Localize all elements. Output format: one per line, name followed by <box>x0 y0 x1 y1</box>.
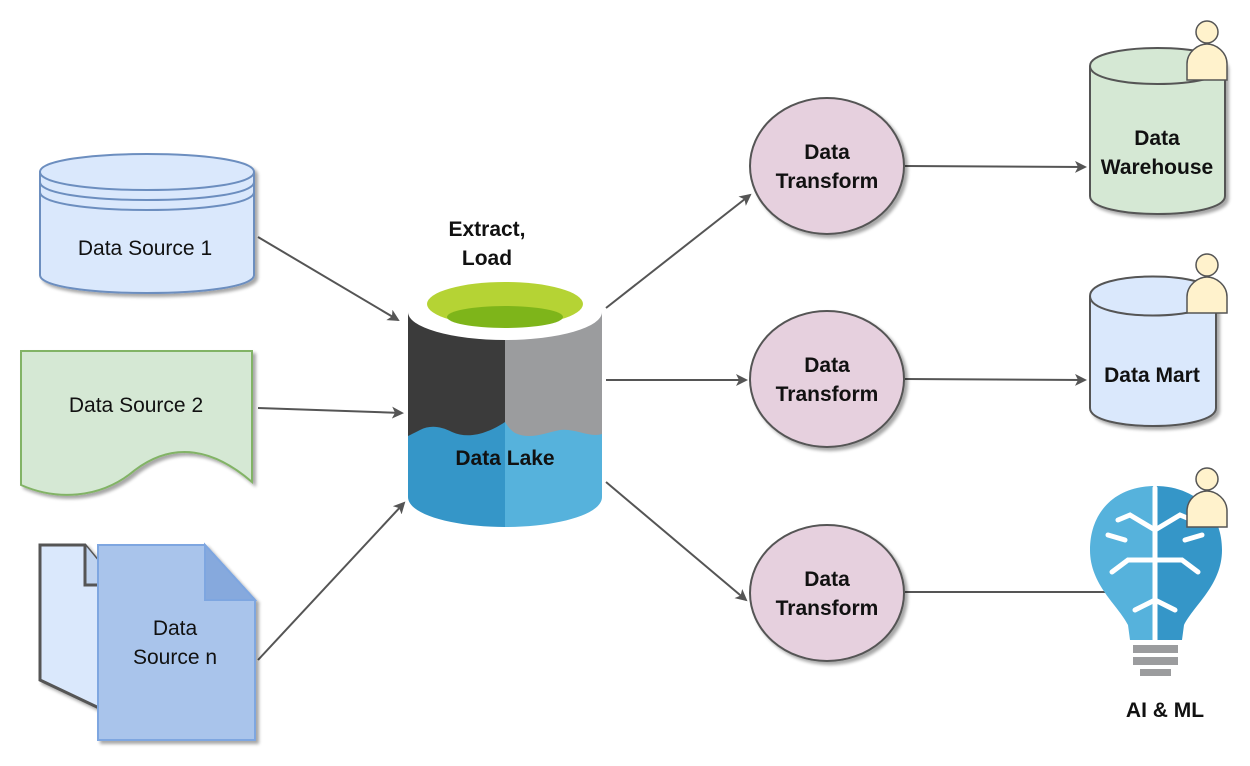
data-lake-water-left <box>408 420 505 527</box>
data-mart-label: Data Mart <box>1104 364 1200 387</box>
data-transform-1-label-line2: Transform <box>776 170 879 193</box>
data-source-1-label: Data Source 1 <box>78 237 212 260</box>
extract-load-label-line1: Extract, <box>448 218 525 241</box>
data-source-2-shape <box>20 350 253 496</box>
user-icon <box>1186 20 1228 81</box>
data-transform-3-shape <box>749 524 905 662</box>
data-lake-upper-right <box>505 312 602 437</box>
data-transform-1-shape <box>749 97 905 235</box>
arrow-sourcen-to-lake <box>257 501 406 661</box>
data-transform-2-label-line1: Data <box>804 354 850 377</box>
data-transform-3-label-line2: Transform <box>776 597 879 620</box>
arrow-lake-to-transform3 <box>605 481 748 602</box>
user-icon <box>1186 467 1228 528</box>
document-front-fold-icon <box>204 542 258 601</box>
data-lake-icon <box>408 282 602 527</box>
data-source-1-rings <box>39 171 255 211</box>
arrow-lake-to-transform1 <box>605 193 752 309</box>
data-transform-2-node <box>749 310 905 448</box>
data-source-n-label-line2: Source n <box>133 646 217 669</box>
data-transform-2-label-line2: Transform <box>776 383 879 406</box>
data-source-n-label-line1: Data <box>153 617 198 640</box>
bulb-base-3 <box>1140 669 1171 676</box>
user-icon <box>1186 253 1228 314</box>
data-source-2-label: Data Source 2 <box>69 394 203 417</box>
bulb-base-2 <box>1133 657 1178 665</box>
data-source-2-node <box>20 350 253 496</box>
arrow-transform2-to-mart <box>904 373 1087 386</box>
bulb-base-1 <box>1133 645 1178 653</box>
data-warehouse-label-line1: Data <box>1134 127 1180 150</box>
arrow-source2-to-lake <box>257 406 404 419</box>
data-source-1-shape <box>39 153 255 294</box>
data-lake-upper-left <box>408 312 505 436</box>
data-source-n-node <box>38 542 258 741</box>
data-transform-1-label-line1: Data <box>804 141 850 164</box>
data-warehouse-shape <box>1089 47 1226 215</box>
data-transform-2-shape <box>749 310 905 448</box>
arrow-transform1-to-warehouse <box>904 160 1087 173</box>
data-warehouse-label-line2: Warehouse <box>1101 156 1213 179</box>
connectors <box>257 160 1125 661</box>
data-transform-3-node <box>749 524 905 662</box>
data-source-1-node <box>39 153 255 294</box>
data-transform-3-label-line1: Data <box>804 568 850 591</box>
data-lake-top-inner <box>447 306 563 328</box>
data-transform-1-node <box>749 97 905 235</box>
data-lake-water-right <box>505 420 602 527</box>
data-lake-label: Data Lake <box>455 447 554 470</box>
ai-ml-label: AI & ML <box>1126 699 1204 722</box>
extract-load-label-line2: Load <box>462 247 512 270</box>
arrow-source1-to-lake <box>257 236 400 322</box>
